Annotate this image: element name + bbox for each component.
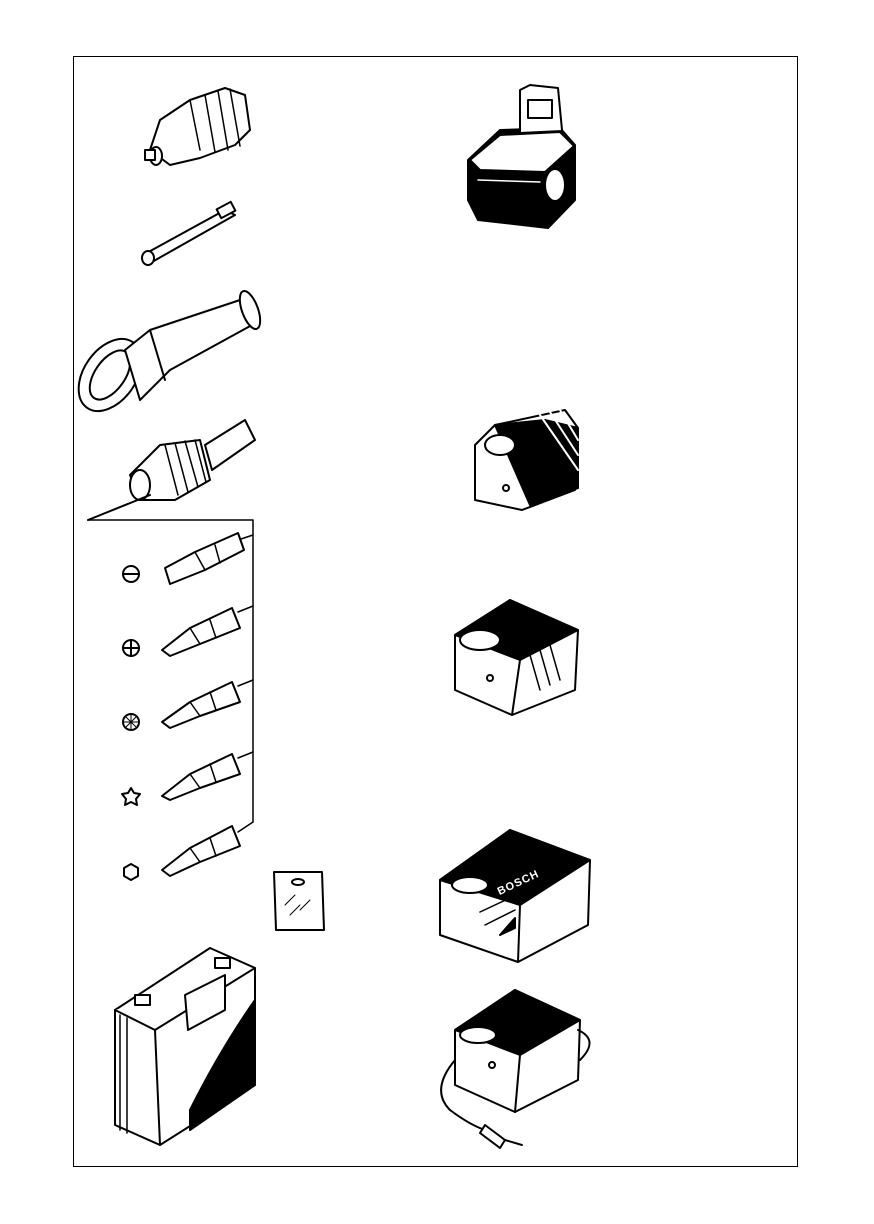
auxiliary-handle bbox=[66, 288, 265, 422]
phillips-symbol bbox=[123, 640, 139, 656]
torx-symbol bbox=[122, 788, 140, 805]
charger-standard bbox=[455, 600, 578, 715]
screwdriver-bit-hex bbox=[162, 826, 240, 876]
quick-change-chuck bbox=[130, 420, 255, 500]
charger-compact bbox=[475, 410, 578, 510]
charger-bosch bbox=[440, 830, 590, 962]
screwdriver-bit-slotted bbox=[165, 533, 244, 584]
pozidriv-symbol bbox=[123, 714, 139, 730]
slotted-symbol bbox=[123, 566, 139, 582]
screwdriver-bit-pozidriv bbox=[162, 682, 240, 728]
carrying-case bbox=[115, 948, 255, 1145]
screwdriver-bit-torx bbox=[162, 754, 240, 800]
keyless-chuck bbox=[145, 88, 250, 165]
bit-sleeve bbox=[142, 202, 235, 265]
bit-bag bbox=[274, 872, 324, 930]
hex-symbol bbox=[124, 864, 138, 880]
charger-with-cable bbox=[441, 990, 589, 1148]
screwdriver-bit-phillips bbox=[162, 608, 240, 656]
battery-pack bbox=[468, 85, 575, 228]
